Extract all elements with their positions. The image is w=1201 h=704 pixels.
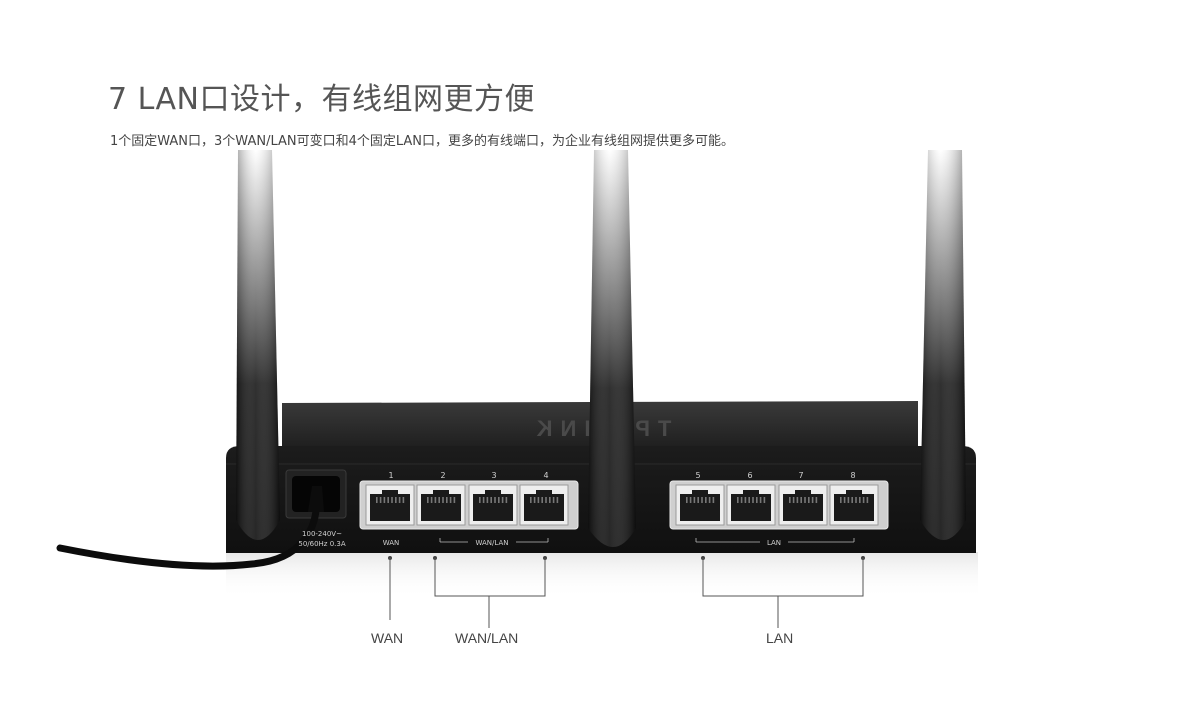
ethernet-port-3: [468, 484, 518, 526]
page-subline: 1个固定WAN口，3个WAN/LAN可变口和4个固定LAN口，更多的有线端口，为…: [110, 134, 735, 149]
port-number-4: 4: [543, 471, 548, 480]
ethernet-ports: [365, 484, 879, 526]
power-rating-line2: 50/60Hz 0.3A: [298, 540, 345, 548]
port-number-1: 1: [388, 471, 393, 480]
ethernet-port-8: [829, 484, 879, 526]
router-reflection: [226, 552, 978, 598]
port-number-7: 7: [798, 471, 803, 480]
callout-label-wan: WAN: [371, 630, 404, 646]
power-rating-line1: 100-240V~: [302, 530, 342, 538]
antenna-left: [236, 150, 280, 540]
page-headline: 7 LAN口设计，有线组网更方便: [108, 82, 535, 117]
port-number-6: 6: [747, 471, 752, 480]
port-number-2: 2: [440, 471, 445, 480]
callout-label-lan: LAN: [766, 630, 794, 646]
port-number-5: 5: [695, 471, 700, 480]
antenna-middle: [588, 150, 636, 547]
antenna-right: [920, 150, 966, 540]
callout-lines: [388, 556, 865, 628]
ethernet-port-4: [519, 484, 569, 526]
panel-label-wan: WAN: [383, 539, 400, 547]
ethernet-port-5: [675, 484, 725, 526]
ethernet-port-2: [416, 484, 466, 526]
panel-label-wan-lan: WAN/LAN: [475, 539, 508, 547]
callout-label-wan-lan: WAN/LAN: [455, 630, 519, 646]
power-cable: [56, 488, 320, 570]
ethernet-port-7: [778, 484, 828, 526]
ethernet-port-6: [726, 484, 776, 526]
port-number-3: 3: [491, 471, 496, 480]
ethernet-port-1: [365, 484, 415, 526]
port-number-8: 8: [850, 471, 855, 480]
panel-label-lan: LAN: [767, 539, 781, 547]
